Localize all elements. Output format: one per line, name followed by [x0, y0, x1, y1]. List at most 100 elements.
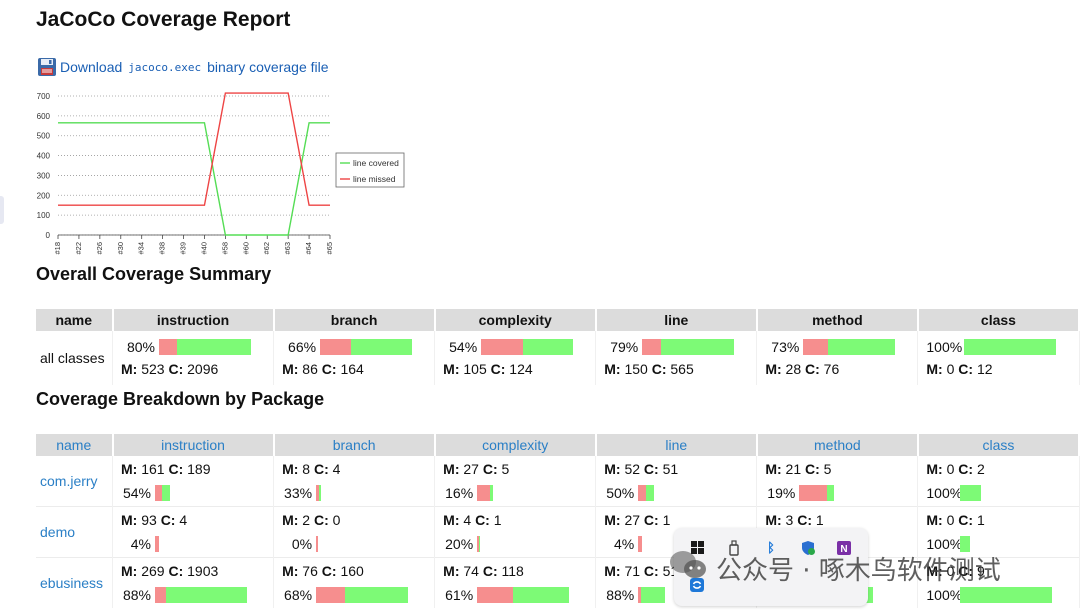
sort-header-line[interactable]: line — [595, 434, 758, 456]
summary-cell-method: 73%M: 28 C: 76 — [756, 331, 919, 385]
covered-label: C: — [958, 461, 974, 477]
covered-bar-segment — [523, 339, 574, 356]
covered-label: C: — [958, 361, 974, 377]
coverage-bar — [320, 339, 413, 356]
download-prefix[interactable]: Download — [60, 59, 123, 75]
covered-bar-segment — [479, 536, 481, 553]
missed-count: 0 — [946, 563, 955, 579]
missed-bar-segment — [638, 536, 643, 553]
coverage-percent: 100% — [926, 338, 963, 355]
missed-label: M: — [443, 361, 460, 377]
missed-count: 150 — [624, 361, 648, 377]
security-shield-icon[interactable] — [800, 540, 816, 556]
covered-count: 9 — [976, 563, 985, 579]
summary-header-complexity: complexity — [434, 309, 597, 331]
missed-bar-segment — [320, 339, 352, 356]
sync-app-icon[interactable] — [689, 577, 705, 593]
y-tick-label: 300 — [37, 171, 51, 180]
missed-label: M: — [604, 512, 621, 528]
sort-header-class[interactable]: class — [917, 434, 1080, 456]
missed-label: M: — [121, 461, 138, 477]
coverage-percent: 33% — [284, 484, 313, 501]
sort-header-instruction[interactable]: instruction — [112, 434, 275, 456]
coverage-percent: 61% — [445, 586, 474, 603]
sort-header-branch[interactable]: branch — [273, 434, 436, 456]
missed-count: 269 — [141, 563, 165, 579]
covered-label: C: — [805, 461, 820, 477]
package-link[interactable]: demo — [36, 506, 113, 558]
sort-header-complexity[interactable]: complexity — [434, 434, 597, 456]
coverage-bar — [638, 587, 666, 604]
missed-bar-segment — [155, 536, 159, 553]
coverage-bar — [638, 485, 655, 502]
covered-bar-segment — [319, 485, 322, 502]
left-edge-tab[interactable] — [0, 196, 4, 224]
covered-label: C: — [168, 361, 184, 377]
covered-bar-segment — [661, 339, 735, 356]
coverage-percent: 100% — [926, 484, 963, 501]
missed-bar-segment — [477, 485, 491, 502]
bluetooth-icon[interactable]: ᛒ — [767, 540, 775, 555]
summary-cell-branch: 66%M: 86 C: 164 — [273, 331, 436, 385]
coverage-chart-svg: 0100200300400500600700#18#22#26#30#34#38… — [37, 92, 405, 255]
y-tick-label: 500 — [37, 132, 51, 141]
coverage-bar — [316, 485, 322, 502]
y-tick-label: 200 — [37, 191, 51, 200]
usb-drive-icon[interactable] — [726, 540, 742, 556]
summary-cell-complexity: 54%M: 105 C: 124 — [434, 331, 597, 385]
covered-label: C: — [490, 361, 506, 377]
x-tick-label: #60 — [241, 242, 250, 255]
covered-label: C: — [321, 361, 337, 377]
covered-count: 4 — [179, 512, 188, 528]
coverage-bar — [477, 587, 570, 604]
covered-label: C: — [160, 512, 176, 528]
missed-count: 161 — [141, 461, 165, 477]
windows-logo-icon[interactable] — [689, 541, 705, 557]
missed-label: M: — [282, 461, 299, 477]
package-link[interactable]: com.jerry — [36, 456, 113, 507]
download-suffix[interactable]: binary coverage file — [207, 59, 329, 75]
covered-label: C: — [475, 512, 490, 528]
x-tick-label: #18 — [53, 242, 62, 255]
summary-header-method: method — [756, 309, 919, 331]
summary-heading: Overall Coverage Summary — [36, 264, 272, 284]
legend-label: line missed — [353, 174, 396, 184]
coverage-percent: 54% — [122, 484, 151, 501]
covered-label: C: — [482, 461, 498, 477]
coverage-percent: 100% — [926, 586, 963, 603]
page-title: JaCoCo Coverage Report — [36, 8, 291, 31]
summary-cell-line: 79%M: 150 C: 565 — [595, 331, 758, 385]
summary-header-instruction: instruction — [112, 309, 275, 331]
sort-header-name[interactable]: name — [36, 434, 114, 456]
download-filename[interactable]: jacoco.exec — [128, 60, 202, 74]
system-tray-popup: ᛒ N — [674, 528, 868, 606]
covered-label: C: — [321, 563, 337, 579]
coverage-bar — [316, 536, 319, 553]
package-link[interactable]: ebusiness — [36, 557, 113, 608]
missed-bar-segment — [155, 587, 166, 604]
y-tick-label: 100 — [37, 211, 51, 220]
series-line-covered — [58, 122, 330, 236]
missed-label: M: — [443, 563, 460, 579]
svg-text:N: N — [840, 544, 847, 555]
covered-bar-segment — [166, 587, 247, 604]
breakdown-heading: Coverage Breakdown by Package — [36, 389, 325, 409]
sort-header-method[interactable]: method — [756, 434, 919, 456]
coverage-percent: 100% — [926, 535, 963, 552]
covered-bar-segment — [646, 485, 655, 502]
coverage-percent: 54% — [449, 338, 478, 355]
summary-row-name: all classes — [36, 331, 113, 385]
x-tick-label: #30 — [116, 242, 125, 255]
onenote-icon[interactable]: N — [836, 540, 852, 556]
missed-count: 71 — [624, 563, 641, 579]
x-tick-label: #39 — [179, 242, 188, 255]
missed-bar-segment — [638, 587, 642, 604]
coverage-bar — [155, 587, 247, 604]
missed-count: 4 — [463, 512, 472, 528]
summary-cell-instruction: 80%M: 523 C: 2096 — [112, 331, 275, 385]
download-link[interactable]: Download jacoco.exec binary coverage fil… — [37, 57, 329, 77]
covered-label: C: — [643, 563, 659, 579]
